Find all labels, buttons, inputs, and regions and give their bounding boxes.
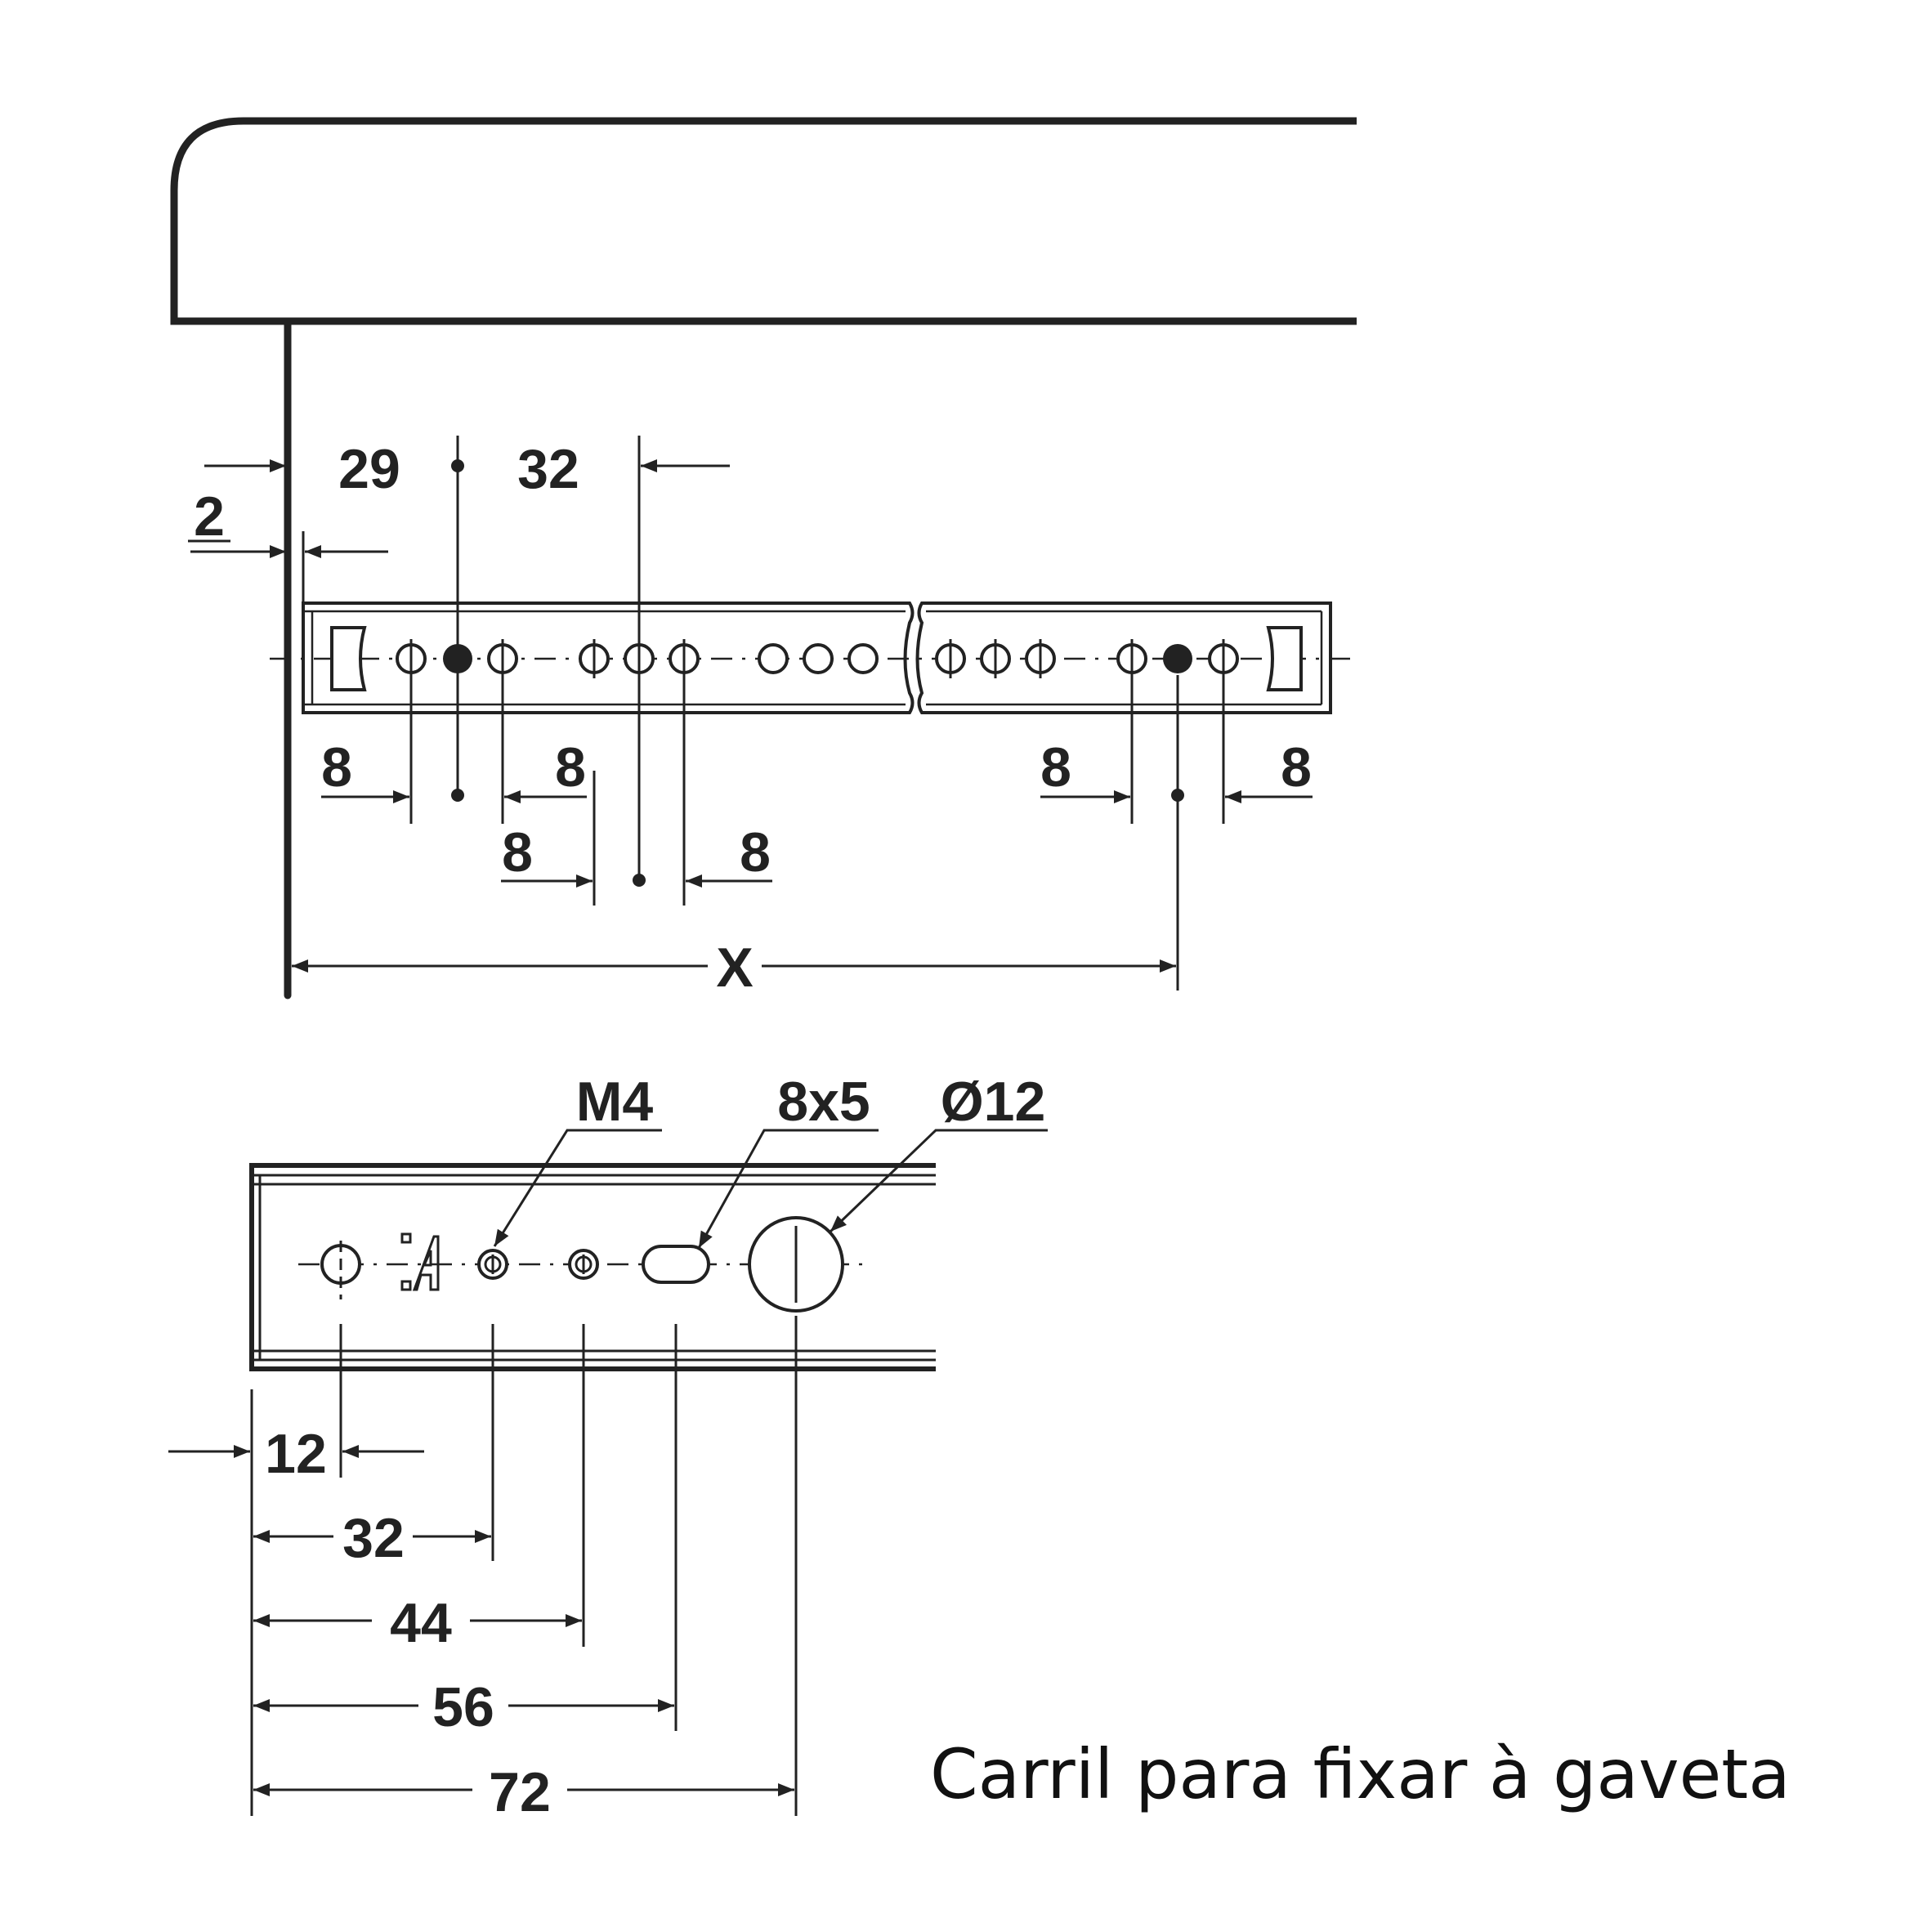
dim-label-32: 32 [517,438,579,500]
leader-m4 [493,1129,662,1247]
top-dimension-dots [451,459,1184,887]
dim-label-12: 12 [265,1423,327,1485]
dim-label-32-detail: 32 [342,1507,405,1569]
dim-label-x: X [716,937,753,999]
detail-hole-axes [339,1226,798,1303]
rail-top-view [302,602,1332,714]
label-8x5: 8x5 [777,1071,870,1133]
leader-dia [829,1129,1048,1233]
drawer-front-profile [170,117,1357,325]
dim-label-8d: 8 [740,821,771,883]
dim-label-8c: 8 [502,821,533,883]
hole-plain [758,643,789,674]
end-stop-right [1266,626,1303,691]
fixing-point-right [1163,644,1192,673]
top-dimension-arrows [190,459,1313,973]
hole-plain [847,643,879,674]
dim-label-8f: 8 [1281,736,1312,798]
dim-label-8b: 8 [555,736,586,798]
detail-leaders [493,1129,1048,1249]
dim-label-72: 72 [489,1761,551,1823]
dim-label-29: 29 [338,438,400,500]
top-extension-lines [302,436,1225,991]
dim-label-44: 44 [390,1592,452,1654]
hole-plain [803,643,834,674]
detail-holes [320,1216,844,1313]
dim-label-2: 2 [194,485,225,548]
detail-dimension-arrows [168,1445,794,1796]
detail-extension-lines [250,1316,798,1816]
end-stop-left [330,626,367,691]
label-dia-12: Ø12 [941,1071,1046,1133]
caption: Carril para fixar à gaveta [930,1734,1791,1814]
rail-detail-profile [249,1163,936,1371]
hafele-logo-icon [400,1232,440,1291]
dim-label-56: 56 [432,1676,494,1738]
dim-label-8e: 8 [1040,736,1071,798]
leader-8x5 [697,1129,879,1249]
slot-8x5 [642,1245,710,1284]
label-m4: M4 [576,1071,654,1133]
dim-label-8a: 8 [321,736,352,798]
